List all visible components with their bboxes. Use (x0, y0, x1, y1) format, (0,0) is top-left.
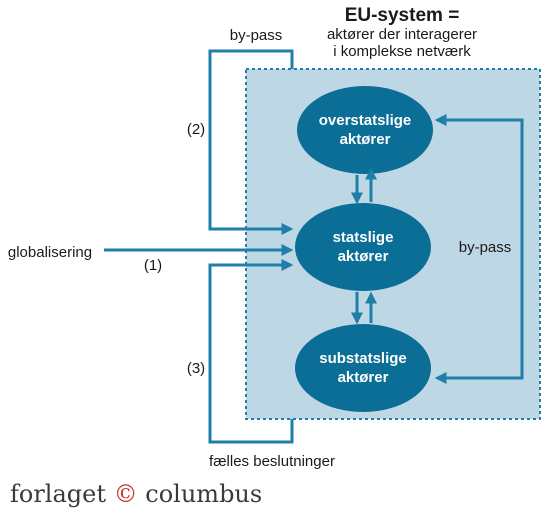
node-statslige-label1: statslige (333, 229, 394, 246)
path3-arrow (208, 259, 294, 444)
path1-label: (1) (144, 257, 162, 274)
bypass-right-arrow (434, 114, 524, 384)
publisher-word1: forlaget (10, 480, 106, 508)
publisher-word2: columbus (145, 480, 263, 508)
system-title: EU-system = (345, 5, 460, 26)
bypass-right-label: by-pass (459, 239, 512, 256)
node-overstatslige: overstatslige aktører (297, 86, 433, 174)
node-statslige-label2: aktører (338, 248, 389, 265)
node-substatslige-label2: aktører (338, 369, 389, 386)
path3-label: (3) (187, 360, 205, 377)
system-subtitle-line2: i komplekse netværk (333, 43, 471, 60)
path2-arrow (208, 49, 294, 235)
node-overstatslige-label2: aktører (340, 131, 391, 148)
node-substatslige-label1: substatslige (319, 350, 407, 367)
copyright-icon: © (113, 480, 138, 508)
publisher-logo: forlaget © columbus (10, 480, 262, 508)
faelles-label: fælles beslutninger (209, 453, 335, 470)
system-subtitle-line1: aktører der interagerer (327, 26, 477, 43)
path2-label: (2) (187, 121, 205, 138)
bypass-top-label: by-pass (230, 27, 283, 44)
node-substatslige: substatslige aktører (295, 324, 431, 412)
node-overstatslige-label1: overstatslige (319, 112, 412, 129)
globalisering-label: globalisering (8, 244, 92, 261)
node-statslige: statslige aktører (295, 203, 431, 291)
